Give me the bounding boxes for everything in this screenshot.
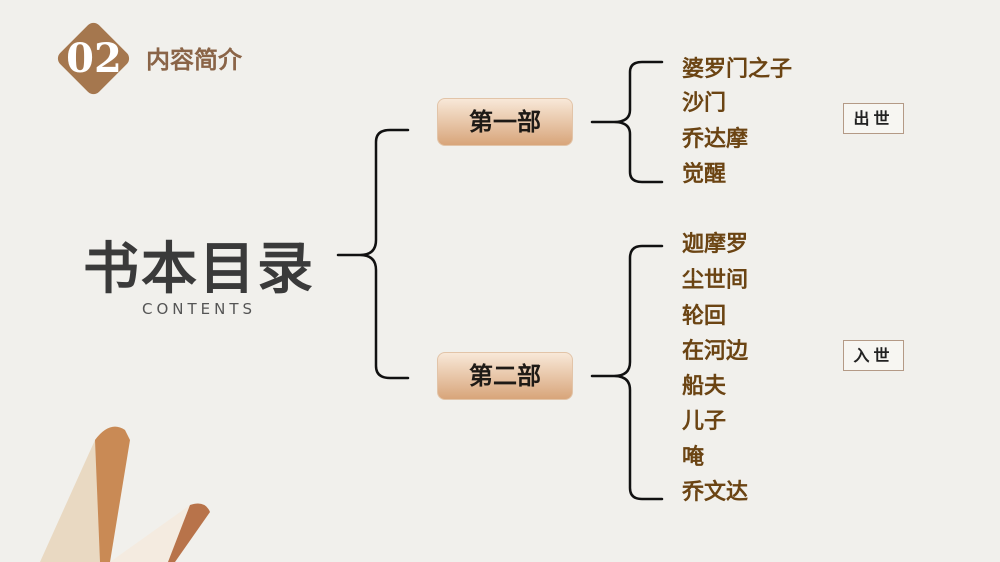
part2-brace (590, 244, 664, 501)
main-brace (336, 128, 410, 380)
chapter-item: 儿子 (682, 409, 727, 434)
chapter-item: 婆罗门之子 (682, 57, 793, 82)
part-one-tag: 出世 (843, 103, 904, 134)
chapter-item: 唵 (682, 445, 705, 470)
section-number: 02 (66, 35, 122, 82)
main-title: 书本目录 (83, 237, 315, 302)
section-title: 内容简介 (146, 45, 242, 74)
part-two-box: 第二部 (437, 352, 573, 400)
chapter-item: 轮回 (682, 304, 727, 329)
part-two-tag: 入世 (843, 340, 904, 371)
chapter-item: 迦摩罗 (682, 232, 749, 257)
chapter-item: 在河边 (682, 339, 749, 364)
chapter-item: 乔达摩 (682, 127, 749, 152)
chapter-item: 船夫 (682, 374, 727, 399)
chapter-item: 尘世间 (682, 268, 749, 293)
chapter-item: 乔文达 (682, 480, 749, 505)
part-one-box: 第一部 (437, 98, 573, 146)
book-decoration (40, 426, 210, 562)
part1-brace (590, 60, 664, 184)
main-subtitle: CONTENTS (141, 300, 257, 318)
chapter-item: 觉醒 (682, 162, 727, 187)
chapter-item: 沙门 (682, 91, 727, 116)
